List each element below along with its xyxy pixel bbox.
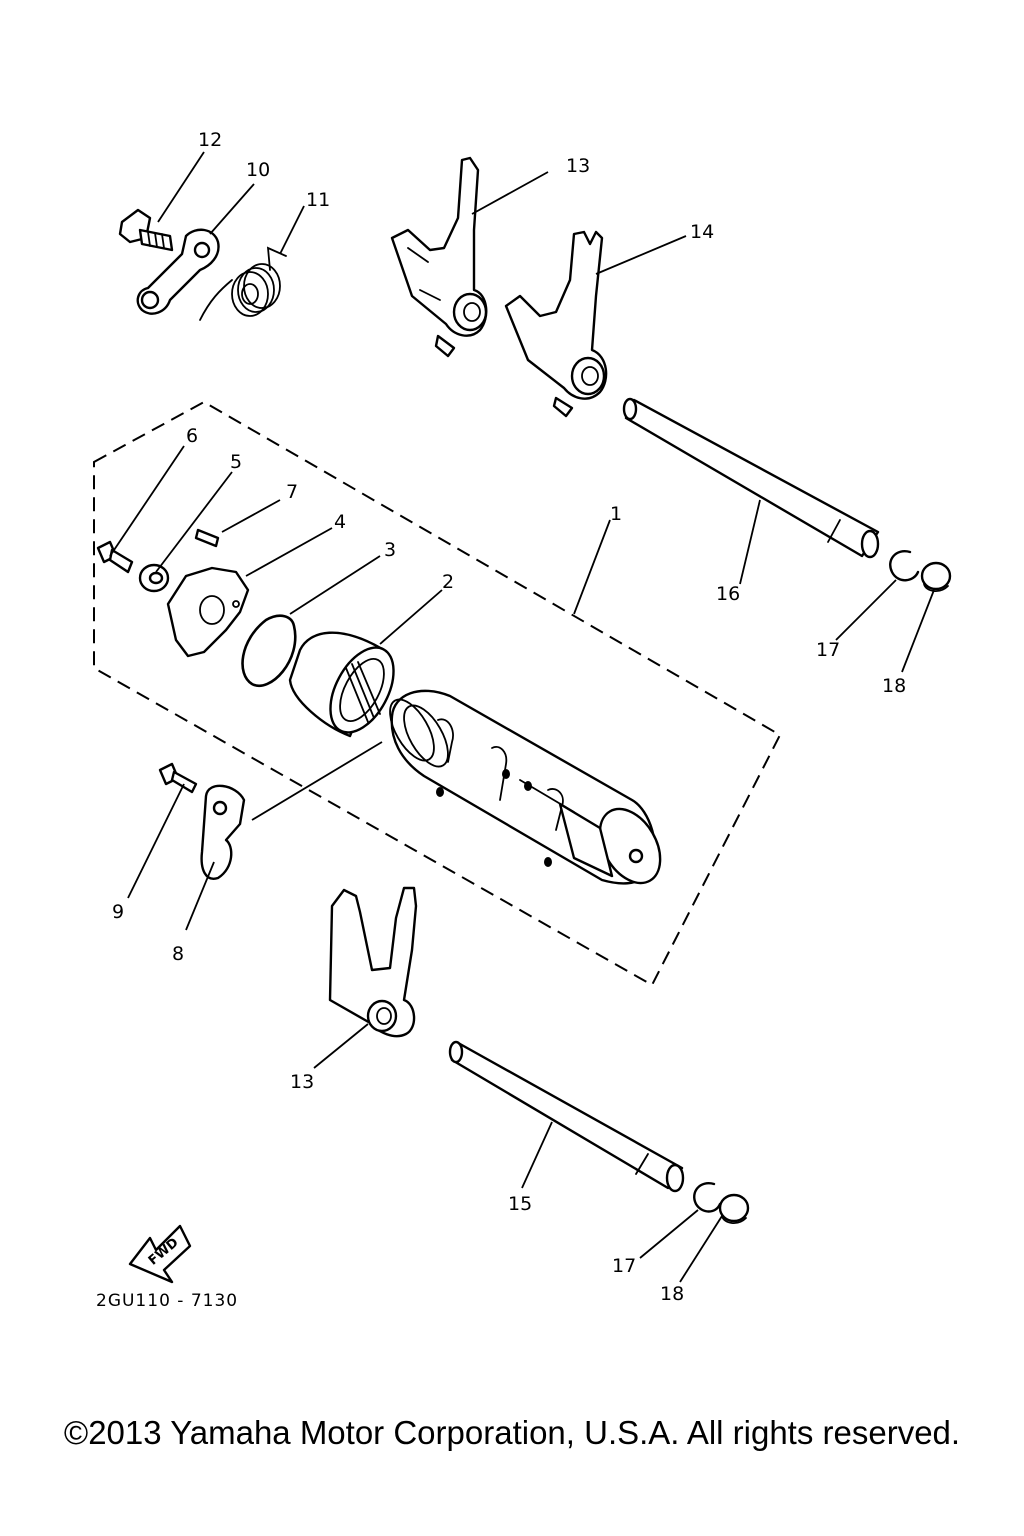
part-13-shift-fork-lower (328, 886, 418, 1038)
callout-16: 16 (716, 583, 740, 605)
callout-6: 6 (186, 425, 198, 447)
part-4-segment (166, 566, 250, 658)
callout-13-lower: 13 (290, 1071, 314, 1093)
callout-10: 10 (246, 159, 270, 181)
part-17-circlip-lower (693, 1182, 722, 1213)
callout-1: 1 (610, 503, 622, 525)
callout-9: 9 (112, 901, 124, 923)
part-12-bolt (118, 208, 174, 252)
part-8-stopper-plate (200, 784, 246, 880)
assembly-boundary (93, 400, 782, 987)
callout-8: 8 (172, 943, 184, 965)
part-13-shift-fork-upper (390, 156, 488, 358)
part-14-shift-fork (504, 230, 608, 418)
drawing-code: 2GU110 - 7130 (96, 1291, 238, 1311)
callout-18-upper: 18 (882, 675, 906, 697)
callout-17-lower: 17 (612, 1255, 636, 1277)
part-6-screw (96, 540, 134, 574)
callout-12: 12 (198, 129, 222, 151)
callout-5: 5 (230, 451, 242, 473)
part-17-circlip-upper (889, 550, 920, 582)
callout-3: 3 (384, 539, 396, 561)
callout-14: 14 (690, 221, 714, 243)
part-3-snap-ring (241, 614, 297, 687)
fwd-arrow-icon: FWD (128, 1224, 192, 1284)
part-18-cap-upper (920, 561, 952, 592)
part-15-guide-bar (448, 1040, 685, 1193)
part-16-guide-bar (622, 397, 880, 559)
callout-17-upper: 17 (816, 639, 840, 661)
part-1-shift-cam-drum (389, 689, 662, 885)
callout-2: 2 (442, 571, 454, 593)
leader-lines (109, 151, 935, 1283)
callout-11: 11 (306, 189, 330, 211)
part-5-washer (138, 563, 170, 593)
copyright-notice: ©2013 Yamaha Motor Corporation, U.S.A. A… (63, 1414, 961, 1451)
part-18-cap-lower (718, 1193, 750, 1224)
part-10-stopper-lever (136, 228, 220, 315)
callout-4: 4 (334, 511, 346, 533)
part-2-bearing (288, 631, 395, 738)
part-9-screw (158, 762, 198, 794)
part-11-spring (199, 246, 287, 321)
part-7-dowel-pin (194, 528, 220, 548)
callout-18-lower: 18 (660, 1283, 684, 1305)
callout-13-upper: 13 (566, 155, 590, 177)
callout-15: 15 (508, 1193, 532, 1215)
callouts: 12 10 11 13 14 6 5 7 4 3 2 1 16 17 18 9 … (112, 129, 906, 1305)
callout-7: 7 (286, 481, 298, 503)
